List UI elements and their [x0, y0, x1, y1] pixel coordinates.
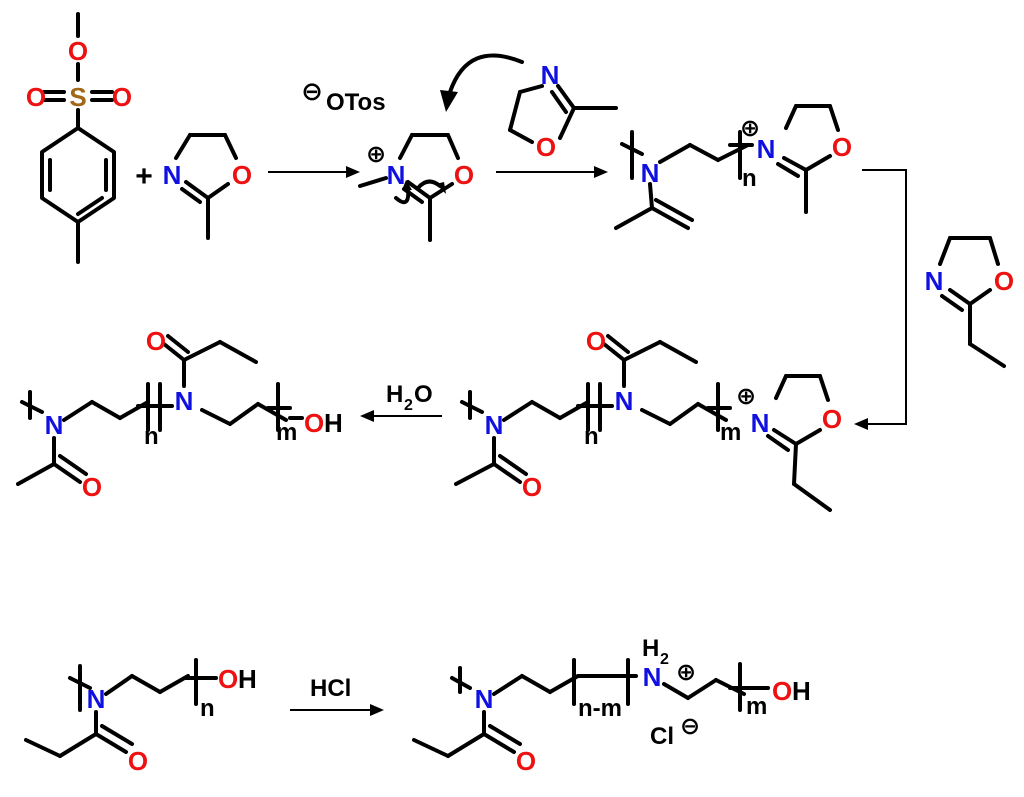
- acid-label: HCl: [310, 675, 351, 702]
- charge-plus: ⊕: [366, 141, 386, 168]
- ethyl-oxazoline-reagent: N O: [925, 236, 1014, 368]
- termination-arrow: H 2 O: [360, 381, 442, 422]
- counterion-label: OTos: [326, 89, 386, 116]
- atom-O: O: [536, 132, 556, 162]
- hydrolysed-copolymer: N O n-m H 2 N ⊕ m O H Cl ⊖: [412, 635, 811, 776]
- charge-plus: ⊕: [676, 659, 696, 686]
- hydrolysis-arrow: HCl: [290, 675, 384, 716]
- reaction-arrow: [496, 166, 608, 178]
- block-copolymer-product: N O n N O m O H: [16, 326, 343, 502]
- atom-N: N: [475, 684, 494, 714]
- methyl-oxazoline: N O: [163, 133, 252, 240]
- monomer-addition-arrow: [854, 169, 907, 430]
- atom-N: N: [643, 662, 662, 692]
- charge-plus: ⊕: [740, 115, 760, 142]
- living-oligomer-cation: N n ⊕ N O: [614, 104, 852, 230]
- atom-N: N: [925, 266, 944, 296]
- atom-N: N: [541, 60, 560, 90]
- chloride-label: Cl: [650, 723, 674, 750]
- atom-O: O: [832, 132, 852, 162]
- repeat-n: n: [144, 423, 159, 450]
- atom-N: N: [641, 158, 660, 188]
- ammonium-subscript: 2: [660, 651, 669, 668]
- atom-O: O: [822, 404, 842, 434]
- atom-O: O: [516, 746, 536, 776]
- water-subscript: 2: [404, 397, 413, 414]
- atom-O: O: [454, 160, 474, 190]
- repeat-n: n: [584, 423, 599, 450]
- atom-O: O: [68, 36, 88, 66]
- nucleophilic-attack-arrow: [440, 53, 524, 112]
- atom-N: N: [485, 410, 504, 440]
- charge-plus: ⊕: [736, 383, 756, 410]
- atom-N: N: [87, 684, 106, 714]
- atom-N: N: [751, 408, 770, 438]
- living-block-copolymer-cation: N O n N O m ⊕ N O: [454, 326, 842, 512]
- charge-minus: ⊖: [301, 76, 323, 106]
- atom-N: N: [615, 386, 634, 416]
- atom-S: S: [69, 82, 86, 112]
- repeat-m: m: [746, 693, 767, 720]
- atom-O: O: [232, 160, 252, 190]
- hydroxyl-H: H: [238, 664, 257, 694]
- repeat-m: m: [720, 419, 741, 446]
- atom-N: N: [757, 134, 776, 164]
- atom-N: N: [45, 410, 64, 440]
- attacking-monomer: N O: [508, 60, 618, 162]
- charge-minus: ⊖: [680, 713, 700, 740]
- atom-N: N: [387, 160, 406, 190]
- repeat-n: n: [200, 695, 215, 722]
- atom-O: O: [82, 472, 102, 502]
- repeat-n-minus-m: n-m: [578, 695, 622, 722]
- water-H: H: [386, 381, 403, 408]
- ammonium-H: H: [642, 635, 659, 662]
- hydroxyl-O: O: [772, 676, 792, 706]
- atom-O: O: [146, 326, 166, 356]
- atom-O: O: [522, 472, 542, 502]
- atom-O: O: [586, 326, 606, 356]
- hydroxyl-H: H: [792, 676, 811, 706]
- atom-O: O: [994, 266, 1014, 296]
- atom-O: O: [26, 82, 46, 112]
- methyl-tosylate: O S O O: [26, 12, 132, 264]
- hydroxyl-O: O: [218, 664, 238, 694]
- atom-O: O: [112, 82, 132, 112]
- water-O: O: [414, 381, 433, 408]
- repeat-n: n: [742, 165, 757, 192]
- oxazolinium-cation: ⊖ OTos ⊕ N O: [301, 76, 474, 242]
- plus-sign: +: [135, 160, 153, 193]
- atom-N: N: [175, 386, 194, 416]
- repeat-m: m: [276, 419, 297, 446]
- pe0x-homopolymer: N O n O H: [24, 658, 257, 776]
- atom-N: N: [163, 160, 182, 190]
- reaction-arrow: [268, 166, 360, 178]
- atom-O: O: [128, 746, 148, 776]
- hydroxyl-O: O: [304, 408, 324, 438]
- hydroxyl-H: H: [324, 408, 343, 438]
